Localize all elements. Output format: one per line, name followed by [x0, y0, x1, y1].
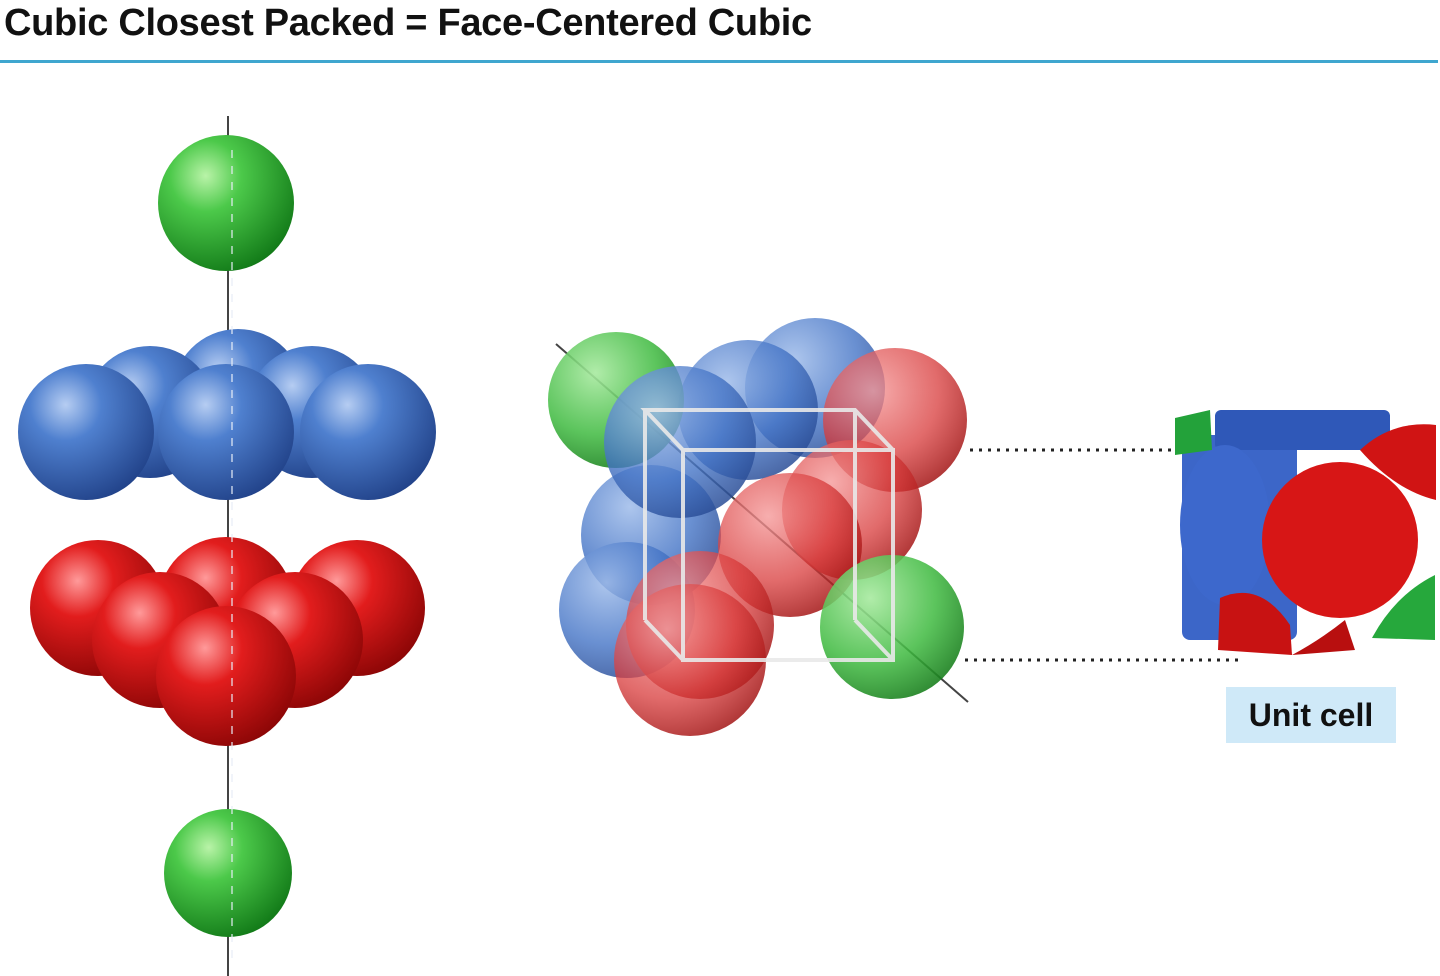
green-atom-top	[158, 135, 294, 271]
green-corner-piece	[1372, 575, 1435, 640]
blue-face-atom	[1180, 445, 1270, 605]
red-corner-piece	[1292, 620, 1355, 655]
blue-top-block	[1215, 410, 1390, 450]
red-atom	[156, 606, 296, 746]
packing-diagram	[18, 116, 1436, 976]
page-title: Cubic Closest Packed = Face-Centered Cub…	[4, 2, 812, 44]
green-corner-piece	[1175, 410, 1212, 455]
connector-lines	[965, 448, 1240, 662]
red-corner-piece	[1218, 592, 1292, 655]
blue-atom	[300, 364, 436, 500]
fcc-cluster	[548, 318, 969, 736]
title-underline	[0, 60, 1438, 63]
blue-layer	[18, 329, 436, 500]
red-layer	[30, 537, 425, 746]
red-corner-piece	[1360, 424, 1436, 500]
blue-atom	[158, 364, 294, 500]
unit-cell-model	[1175, 410, 1436, 655]
blue-atom	[18, 364, 154, 500]
blue-atom	[604, 366, 756, 518]
green-atom-bottom	[164, 809, 292, 937]
layer-stack	[18, 116, 436, 976]
red-face-atom	[1262, 462, 1418, 618]
unit-cell-label: Unit cell	[1226, 687, 1396, 743]
unit-cube-outline	[640, 408, 895, 662]
